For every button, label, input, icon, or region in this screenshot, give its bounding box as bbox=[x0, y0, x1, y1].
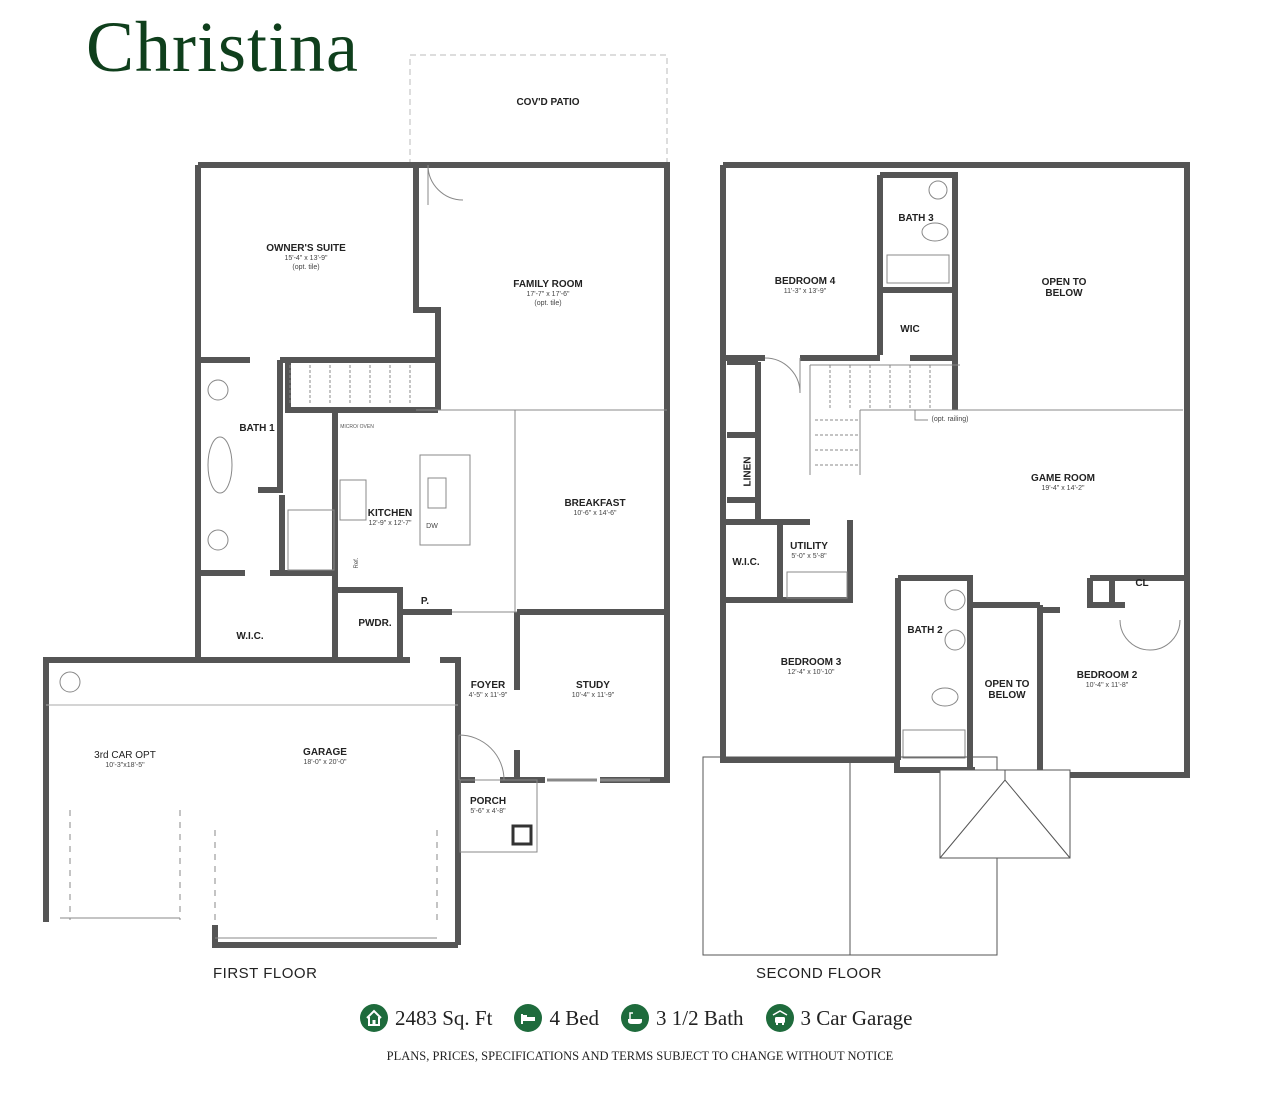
disclaimer: PLANS, PRICES, SPECIFICATIONS AND TERMS … bbox=[386, 1049, 894, 1063]
room-label-linen: LINEN bbox=[742, 456, 754, 487]
plan-title: Christina bbox=[86, 7, 359, 87]
room-label-bath-3: BATH 3 bbox=[898, 213, 934, 224]
stat-sqft: 2483 Sq. Ft bbox=[360, 1004, 492, 1032]
room-label-bath-2: BATH 2 bbox=[907, 625, 943, 636]
patio-outline bbox=[409, 54, 668, 165]
bathtub-icon bbox=[621, 1004, 650, 1032]
dishwasher-label: DW bbox=[426, 523, 438, 530]
room-label-open-to-below-2: OPEN TO BELOW bbox=[984, 679, 1030, 701]
room-label-powder: PWDR. bbox=[358, 618, 392, 629]
first-floor-details bbox=[46, 164, 667, 939]
house-icon bbox=[360, 1004, 388, 1032]
second-floor-details bbox=[702, 180, 1183, 956]
room-label-pantry: P. bbox=[420, 596, 430, 607]
stat-bed: 4 Bed bbox=[514, 1004, 599, 1032]
refrigerator-label: Ref. bbox=[354, 557, 360, 569]
garage-car-icon bbox=[765, 1004, 794, 1032]
room-label-wic: W.I.C. bbox=[236, 631, 264, 642]
microwave-oven-label: MICRO/ OVEN bbox=[340, 424, 374, 430]
room-label-open-to-below: OPEN TO BELOW bbox=[1041, 277, 1087, 299]
room-label-wic-2: WIC bbox=[900, 324, 920, 335]
first-floor-label: FIRST FLOOR bbox=[213, 965, 318, 982]
room-label-closet: CL bbox=[1135, 578, 1149, 589]
railing-note: (opt. railing) bbox=[931, 416, 969, 423]
room-label-covd-patio: COV'D PATIO bbox=[516, 97, 580, 108]
room-label-bath-1: BATH 1 bbox=[239, 423, 275, 434]
room-label-wic-3: W.I.C. bbox=[732, 557, 760, 568]
stat-garage: 3 Car Garage bbox=[765, 1004, 912, 1032]
second-floor-label: SECOND FLOOR bbox=[756, 965, 883, 982]
stat-bath: 3 1/2 Bath bbox=[621, 1004, 744, 1032]
plan-stats: 2483 Sq. Ft 4 Bed 3 1/2 Bath 3 Car Garag… bbox=[360, 1004, 934, 1032]
bed-icon bbox=[514, 1004, 543, 1032]
second-floor-walls bbox=[720, 162, 1190, 778]
